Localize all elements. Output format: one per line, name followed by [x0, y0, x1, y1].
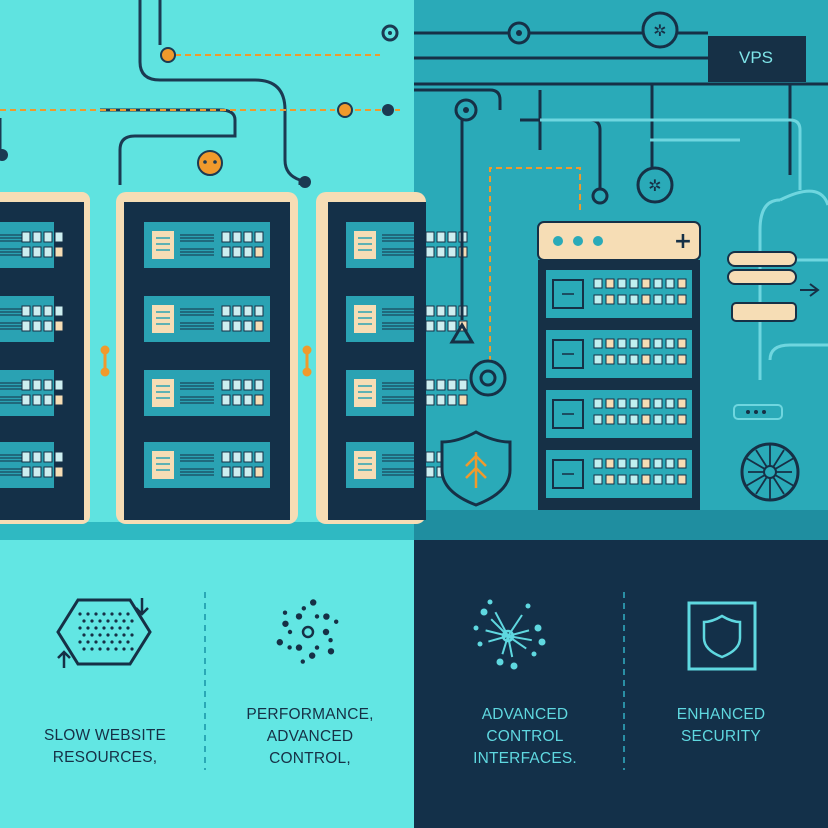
- dots-burst-icon: [276, 599, 339, 664]
- server-unit: [346, 222, 468, 268]
- server-unit: [546, 390, 692, 438]
- hexagon-chip-icon: [56, 598, 152, 668]
- server-unit: [346, 370, 468, 416]
- network-globe: [740, 442, 800, 502]
- server-unit: [144, 442, 270, 488]
- server-unit: [546, 330, 692, 378]
- feature-advanced-control: ADVANCED CONTROL INTERFACES.: [440, 704, 610, 770]
- feature-line: ADVANCED: [481, 706, 569, 723]
- server-unit: [144, 296, 270, 342]
- vps-label-box: [708, 36, 806, 82]
- server-unit: [346, 296, 468, 342]
- server-unit: [0, 296, 64, 342]
- feature-line: SECURITY: [681, 728, 761, 745]
- server-unit: [0, 222, 64, 268]
- vps-label: VPS: [738, 48, 774, 67]
- server-unit: [546, 450, 692, 498]
- feature-line: CONTROL,: [269, 750, 351, 767]
- feature-line: INTERFACES.: [473, 750, 577, 767]
- feature-performance: PERFORMANCE, ADVANCED CONTROL,: [225, 704, 395, 770]
- feature-line: RESOURCES,: [52, 749, 158, 766]
- feature-line: CONTROL: [486, 728, 564, 745]
- shield-icon: [687, 601, 757, 671]
- server-unit: [546, 270, 692, 318]
- feature-line: SLOW WEBSITE: [43, 727, 167, 744]
- network-node-icon: [473, 599, 546, 670]
- svg-text:✲: ✲: [648, 176, 661, 195]
- feature-line: ENHANCED: [676, 706, 766, 723]
- svg-text:+: +: [674, 229, 692, 254]
- feature-enhanced-security: ENHANCED SECURITY: [636, 704, 806, 748]
- server-unit: [144, 222, 270, 268]
- cable-connectors: [727, 251, 820, 420]
- shield-emblem: [440, 430, 512, 507]
- server-unit: [144, 370, 270, 416]
- svg-text:✲: ✲: [653, 21, 666, 40]
- server-unit: [0, 442, 64, 488]
- feature-line: PERFORMANCE,: [246, 706, 374, 723]
- feature-line: ADVANCED: [266, 728, 354, 745]
- feature-slow-website: SLOW WEBSITE RESOURCES,: [20, 725, 190, 769]
- server-unit: [0, 370, 64, 416]
- right-features-background: [414, 540, 828, 828]
- left-features-background: [0, 540, 414, 828]
